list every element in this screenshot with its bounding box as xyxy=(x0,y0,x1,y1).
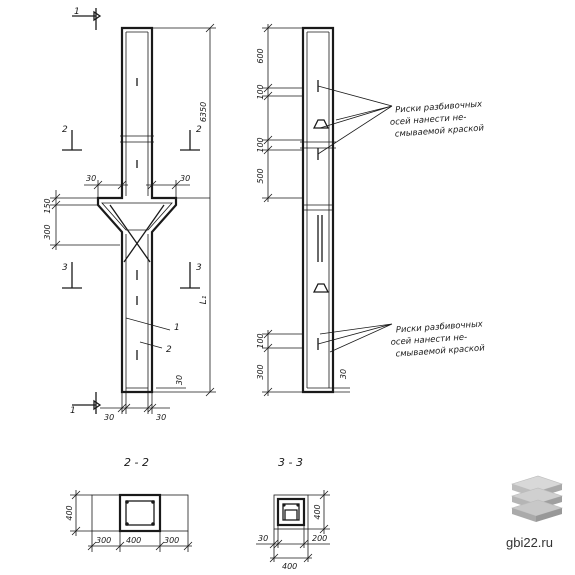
dim-30-right-vertical: 30 xyxy=(175,375,184,385)
svg-text:Риски разбивочных: Риски разбивочных xyxy=(396,319,485,335)
sec33-dim-200: 200 xyxy=(312,534,327,543)
dim-30-top-left: 30 xyxy=(86,174,96,183)
left-column-elevation xyxy=(50,8,216,414)
cut-1-bottom: 1 xyxy=(70,406,76,416)
sec22-dim-300-l: 300 xyxy=(96,536,111,545)
dim-300-right: 300 xyxy=(256,364,265,379)
section-2-2-title: 2 - 2 xyxy=(124,456,149,469)
sec33-dim-30: 30 xyxy=(258,534,268,543)
cut-2-right: 2 xyxy=(196,125,202,135)
dim-100-c: 100 xyxy=(256,333,265,348)
dim-l1: L₁ xyxy=(199,295,209,304)
section-3-3 xyxy=(256,490,330,563)
note-top: Риски разбивочных осей нанести не- смыва… xyxy=(390,99,485,139)
dim-100-b: 100 xyxy=(256,137,265,152)
svg-text:Риски разбивочных: Риски разбивочных xyxy=(395,99,484,115)
sec22-dim-300-r: 300 xyxy=(164,536,179,545)
dim-500: 500 xyxy=(256,168,265,183)
dim-30-bottom-left: 30 xyxy=(104,413,114,422)
right-column-elevation xyxy=(262,23,393,397)
dim-150: 150 xyxy=(43,198,52,213)
section-2-2 xyxy=(70,490,193,552)
sec33-dim-400-v: 400 xyxy=(313,504,322,519)
dim-30-right-bottom: 30 xyxy=(339,369,348,379)
callout-1: 1 xyxy=(174,323,180,333)
sec22-dim-400-v: 400 xyxy=(65,505,74,520)
section-3-3-title: 3 - 3 xyxy=(278,456,303,469)
sec22-dim-400-h: 400 xyxy=(126,536,141,545)
note-bottom: Риски разбивочных осей нанести не- смыва… xyxy=(390,319,485,359)
dim-30-bottom-right: 30 xyxy=(156,413,166,422)
logo-text: gbi22.ru xyxy=(506,535,553,550)
dim-30-top-right: 30 xyxy=(180,174,190,183)
gbi22-logo[interactable]: gbi22.ru xyxy=(506,475,563,550)
slab-stack-icon xyxy=(511,475,563,522)
dim-600: 600 xyxy=(256,48,265,63)
cut-2-left: 2 xyxy=(62,125,68,135)
dim-100-a: 100 xyxy=(256,84,265,99)
cut-1-top: 1 xyxy=(74,7,80,17)
cut-3-right: 3 xyxy=(196,263,202,273)
dim-300-left: 300 xyxy=(43,224,52,239)
cut-3-left: 3 xyxy=(62,263,68,273)
dim-6350: 6350 xyxy=(199,102,208,122)
callout-2: 2 xyxy=(166,345,172,355)
sec33-dim-400-h: 400 xyxy=(282,562,297,571)
